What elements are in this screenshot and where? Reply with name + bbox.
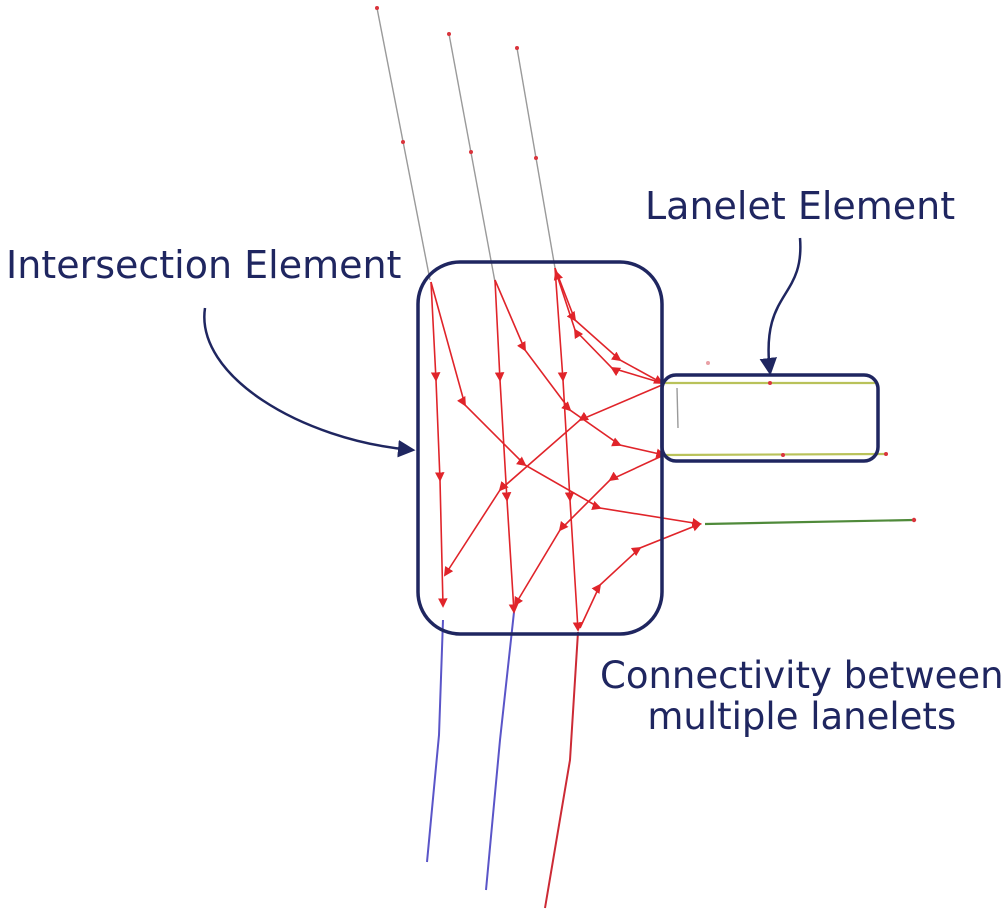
incoming-lane-1 [376,7,431,281]
lanelet-element-box [660,373,880,463]
lanelet-stub [676,387,679,429]
outgoing-lanes [426,611,579,909]
connector-lanelet-south [514,454,665,607]
connectivity-label-line2: multiple lanelets [647,695,957,739]
connector-2-lanelet [494,279,666,458]
connectivity-label: Connectivity between multiple lanelets [600,655,1004,738]
lanelet-lane-lower [663,452,887,457]
outgoing-lane-blue-2 [485,611,515,891]
incoming-lanes [376,7,556,283]
connector-2-straight [494,279,519,614]
incoming-lane-nodes [375,6,538,160]
intersection-element-label: Intersection Element [6,243,402,287]
outgoing-lane-blue-1 [426,619,444,863]
connectivity-label-line1: Connectivity between [600,654,1004,697]
outgoing-lane-red [544,631,579,909]
connector-1-straight [430,281,448,608]
lanelet-element-label: Lanelet Element [645,184,956,228]
connector-lanelet-southwest [443,384,663,577]
connector-3-straight [554,267,583,632]
connector-south-east [579,522,702,629]
intersection-element-box [416,260,664,636]
intersection-callout-arrow [203,307,416,458]
connector-lanelet-north [553,270,663,384]
lanelet-callout-arrow [759,237,802,376]
east-lane-green [704,518,915,526]
lanelet-lane-nodes [706,361,917,523]
connector-3-lanelet [554,267,664,384]
intersection-connectors [430,267,702,632]
incoming-lane-2 [448,33,496,283]
